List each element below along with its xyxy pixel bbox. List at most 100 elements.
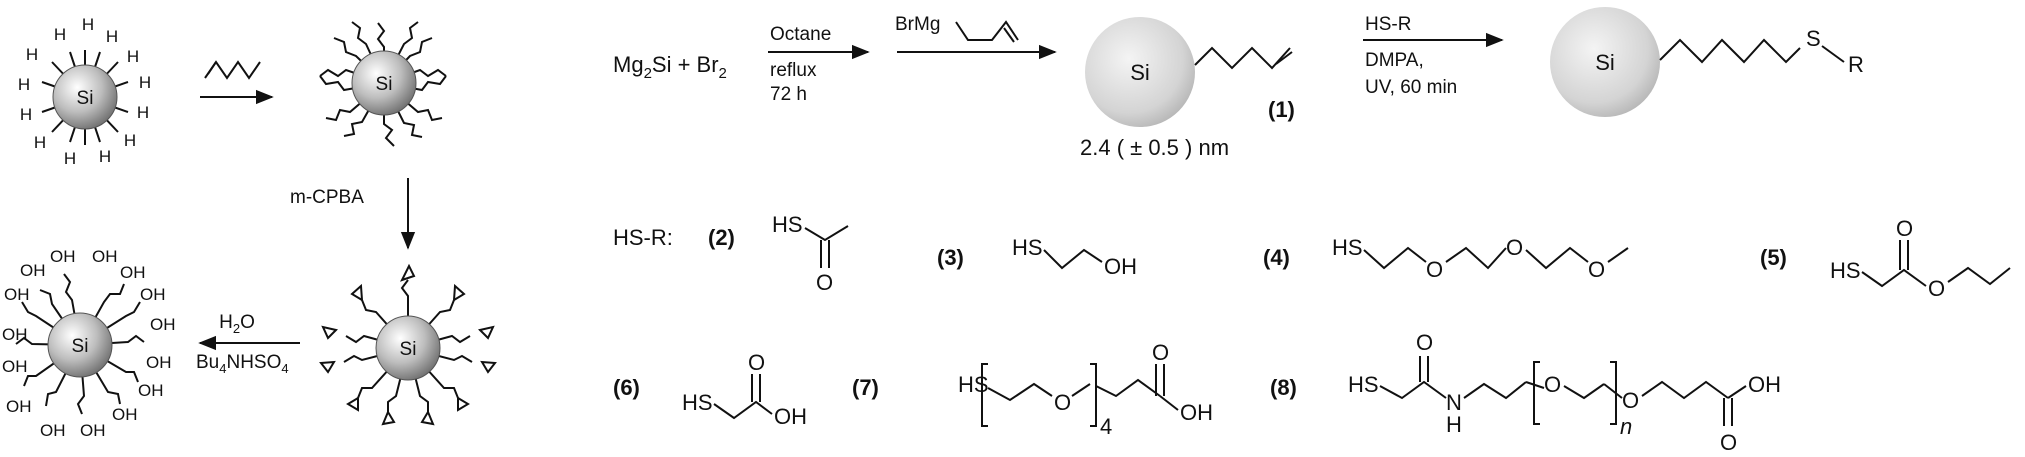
compound-6-thioglycolic-acid: HS O OH — [682, 350, 807, 429]
compound-3-mercaptoethanol: HS OH — [1012, 235, 1137, 279]
svg-text:H: H — [99, 147, 111, 166]
svg-text:OH: OH — [1180, 400, 1213, 425]
svg-text:HS: HS — [1830, 258, 1861, 283]
svg-text:OH: OH — [138, 381, 164, 400]
svg-text:H: H — [137, 103, 149, 122]
hsr-title: HS-R: — [613, 225, 673, 250]
svg-text:OH: OH — [4, 285, 30, 304]
svg-text:O: O — [1416, 330, 1433, 355]
svg-text:n: n — [1620, 414, 1632, 439]
svg-text:O: O — [1054, 390, 1071, 415]
svg-text:O: O — [1426, 257, 1443, 282]
hexadiene-reagent — [204, 60, 261, 80]
si-core-label: Si — [400, 339, 417, 360]
water-label: H2O — [219, 312, 255, 336]
grignard-label: BrMg — [895, 14, 940, 35]
functionalized-nanoparticle: Si S R — [1550, 7, 1864, 117]
svg-text:O: O — [1720, 430, 1737, 455]
svg-text:H: H — [124, 131, 136, 150]
svg-text:OH: OH — [80, 421, 106, 440]
compound-2-thioacetic-acid: HS O — [772, 212, 849, 295]
svg-text:O: O — [816, 270, 833, 295]
svg-text:OH: OH — [774, 404, 807, 429]
svg-text:HS: HS — [772, 212, 803, 237]
compound-2-number: (2) — [708, 225, 735, 250]
svg-text:OH: OH — [150, 315, 176, 334]
svg-text:S: S — [1806, 26, 1821, 51]
particle-size-label: 2.4 ( ± 0.5 ) nm — [1080, 135, 1229, 160]
svg-text:H: H — [20, 105, 32, 124]
compound-5-ethyl-thioglycolate: HS O O — [1830, 216, 2011, 301]
compound-1-number: (1) — [1268, 97, 1295, 122]
svg-text:Si: Si — [1595, 50, 1615, 75]
condition-time: 72 h — [770, 84, 807, 105]
svg-text:H: H — [82, 15, 94, 34]
compound-8-peg-amide-acid: HS O N H O n O O OH — [1348, 330, 1781, 455]
svg-text:N: N — [1446, 390, 1462, 415]
condition-uv: UV, 60 min — [1365, 77, 1457, 98]
svg-text:H: H — [64, 149, 76, 168]
svg-text:R: R — [1848, 52, 1864, 77]
oxidant-label: m-CPBA — [290, 187, 364, 208]
svg-text:OH: OH — [50, 247, 76, 266]
epoxide-terminated-nanoparticle: Si — [319, 263, 497, 426]
svg-text:OH: OH — [40, 421, 66, 440]
h-terminated-nanoparticle: Si H H H H H H H H H H H H H — [18, 15, 151, 168]
condition-initiator: DMPA, — [1365, 50, 1424, 71]
svg-text:OH: OH — [2, 325, 28, 344]
svg-text:OH: OH — [146, 353, 172, 372]
compound-8-number: (8) — [1270, 375, 1297, 400]
si-core-label: Si — [72, 336, 89, 357]
compound-4-peg-thiol: HS O O O — [1332, 235, 1629, 282]
svg-text:H: H — [26, 45, 38, 64]
svg-text:HS: HS — [958, 372, 989, 397]
condition-solvent: Octane — [770, 24, 831, 45]
svg-text:HS: HS — [1332, 235, 1363, 260]
svg-text:H: H — [18, 75, 30, 94]
svg-text:O: O — [1588, 257, 1605, 282]
svg-text:OH: OH — [140, 285, 166, 304]
svg-text:HS: HS — [682, 390, 713, 415]
compound-3-number: (3) — [937, 245, 964, 270]
svg-text:H: H — [54, 25, 66, 44]
svg-text:OH: OH — [1748, 372, 1781, 397]
grignard-chain — [955, 20, 1019, 43]
svg-text:OH: OH — [120, 263, 146, 282]
svg-text:H: H — [106, 27, 118, 46]
svg-text:OH: OH — [1104, 254, 1137, 279]
reactants-label: Mg2Si + Br2 — [613, 52, 727, 82]
svg-text:H: H — [139, 73, 151, 92]
hydrogen-labels: H H H H H H H H H H H H H — [18, 15, 151, 168]
svg-text:O: O — [1896, 216, 1913, 241]
svg-text:OH: OH — [112, 405, 138, 424]
compound-5-number: (5) — [1760, 245, 1787, 270]
svg-text:OH: OH — [20, 261, 46, 280]
svg-text:H: H — [34, 133, 46, 152]
svg-text:H: H — [1446, 412, 1462, 437]
condition-thiol: HS-R — [1365, 14, 1411, 35]
svg-text:O: O — [1544, 372, 1561, 397]
svg-text:H: H — [127, 47, 139, 66]
condition-reflux: reflux — [770, 60, 817, 81]
compound-4-number: (4) — [1263, 245, 1290, 270]
compound-1-nanoparticle: Si — [1085, 17, 1293, 127]
compound-7-number: (7) — [852, 375, 879, 400]
svg-text:O: O — [1622, 388, 1639, 413]
svg-text:HS: HS — [1348, 372, 1379, 397]
catalyst-label: Bu4NHSO4 — [196, 352, 289, 376]
svg-text:O: O — [1152, 340, 1169, 365]
svg-text:O: O — [748, 350, 765, 375]
svg-text:OH: OH — [2, 357, 28, 376]
svg-text:OH: OH — [92, 247, 118, 266]
diol-terminated-nanoparticle: Si OH OH OH OH OH OH OH OH OH OH OH OH O… — [2, 247, 176, 440]
svg-text:Si: Si — [1130, 60, 1150, 85]
svg-text:4: 4 — [1100, 414, 1112, 439]
svg-text:HS: HS — [1012, 235, 1043, 260]
compound-7-peg-acid: HS O 4 O OH — [958, 340, 1213, 439]
svg-text:OH: OH — [6, 397, 32, 416]
hydroxyl-labels: OH OH OH OH OH OH OH OH OH OH OH OH OH O… — [2, 247, 176, 440]
alkene-terminated-nanoparticle: Si — [319, 21, 447, 147]
svg-text:O: O — [1928, 276, 1945, 301]
si-core-label: Si — [376, 74, 393, 95]
